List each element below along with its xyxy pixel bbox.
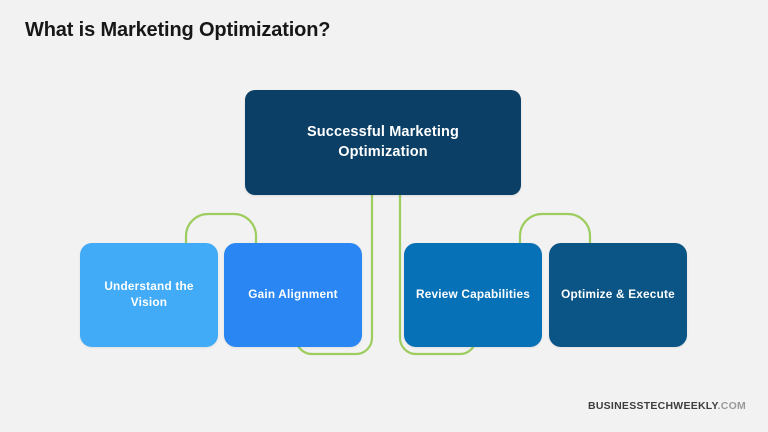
footer-tld: .COM <box>717 400 746 412</box>
node-review-capabilities[interactable]: Review Capabilities <box>404 243 542 347</box>
node-label: Understand the Vision <box>104 279 194 309</box>
footer-watermark: BUSINESSTECHWEEKLY.COM <box>588 400 746 412</box>
page-title: What is Marketing Optimization? <box>25 19 331 41</box>
node-gain-alignment[interactable]: Gain Alignment <box>224 243 362 347</box>
connector-right-arc <box>518 212 592 267</box>
node-successful-marketing-optimization[interactable]: Successful Marketing Optimization <box>245 90 521 195</box>
node-label: Review Capabilities <box>416 287 530 302</box>
footer-brand: BUSINESSTECHWEEKLY <box>588 400 718 412</box>
node-label: Gain Alignment <box>248 287 338 302</box>
node-label: Optimize & Execute <box>561 287 675 302</box>
node-label: Successful Marketing Optimization <box>306 124 460 160</box>
node-optimize-and-execute[interactable]: Optimize & Execute <box>549 243 687 347</box>
connector-left-arc <box>184 212 258 267</box>
node-understand-the-vision[interactable]: Understand the Vision <box>80 243 218 347</box>
